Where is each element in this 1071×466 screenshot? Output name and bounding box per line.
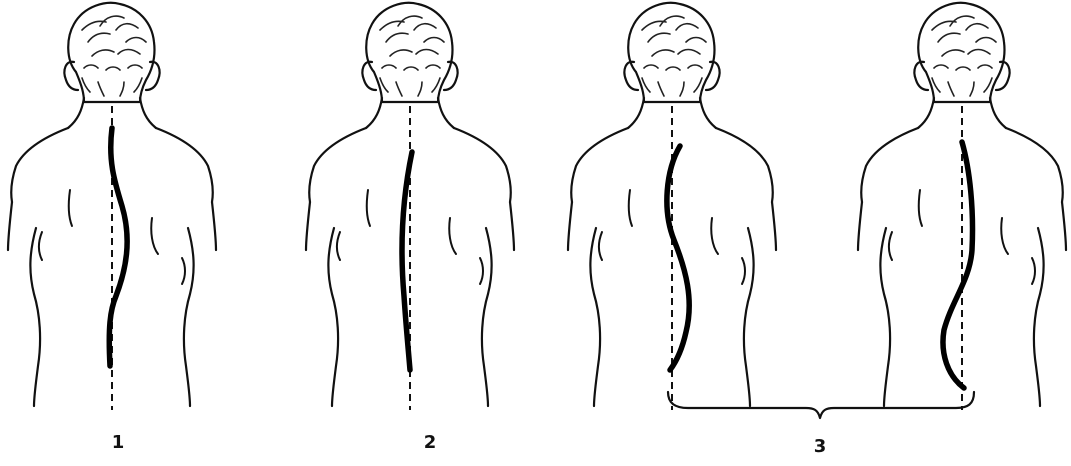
figure-2 [306, 3, 514, 410]
spine-curve [667, 146, 689, 370]
figure-1 [8, 3, 216, 410]
head-icon [362, 3, 457, 102]
spine-curve [109, 128, 127, 366]
head-icon [64, 3, 159, 102]
label-group-3: 3 [814, 436, 827, 457]
head-icon [624, 3, 719, 102]
head-icon [914, 3, 1009, 102]
spine-curve [943, 142, 973, 388]
label-figure-2: 2 [424, 432, 437, 453]
figure-3a [568, 3, 776, 410]
group-brace [668, 392, 974, 418]
label-figure-1: 1 [112, 432, 125, 453]
figure-3b [858, 3, 1066, 410]
